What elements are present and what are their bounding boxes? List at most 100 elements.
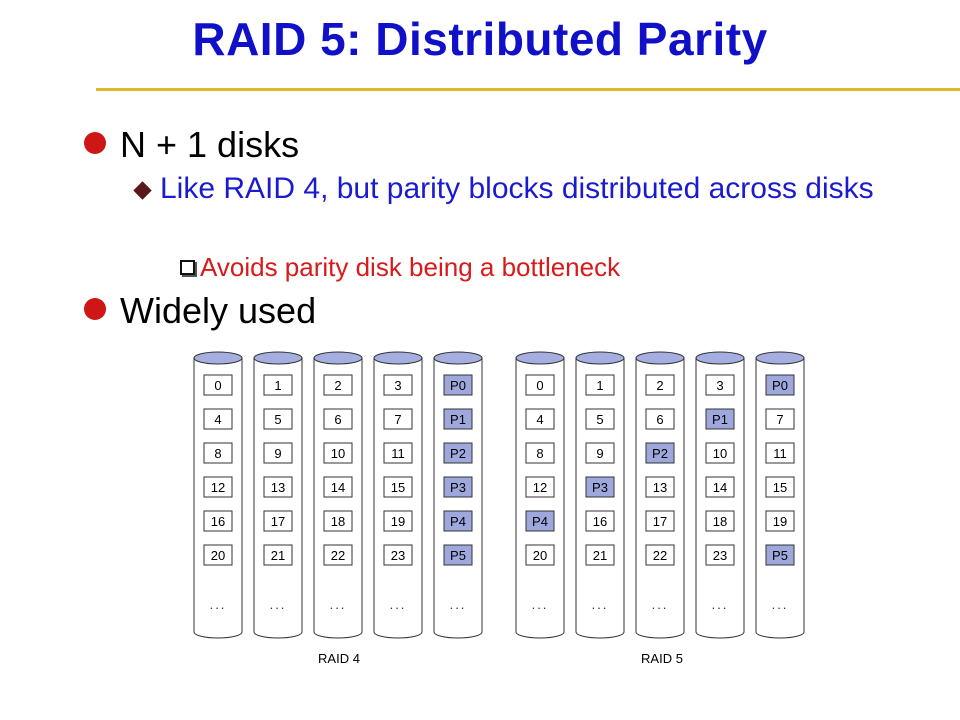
data-block: 8	[203, 442, 233, 464]
data-block: 5	[585, 408, 615, 430]
data-block: 16	[585, 510, 615, 532]
block-box	[323, 408, 353, 430]
disk-top	[635, 351, 685, 365]
data-block: 3	[705, 374, 735, 396]
block-label: 6	[656, 412, 663, 427]
disk-top	[755, 351, 805, 365]
parity-block: P0	[443, 374, 473, 396]
data-block: 18	[323, 510, 353, 532]
data-block: 21	[263, 544, 293, 566]
block-box	[585, 374, 615, 396]
data-block: 17	[645, 510, 675, 532]
block-label: P2	[450, 446, 466, 461]
block-label: 10	[713, 446, 727, 461]
ellipsis-marker: ...	[210, 597, 227, 612]
data-block: 15	[765, 476, 795, 498]
disk-top	[575, 351, 625, 365]
block-label: 8	[214, 446, 221, 461]
block-label: 2	[334, 378, 341, 393]
disk-body	[575, 358, 625, 639]
disk-top	[695, 351, 745, 365]
bullet-text: Widely used	[120, 290, 317, 331]
block-box	[263, 510, 293, 532]
ellipsis-marker: ...	[592, 597, 609, 612]
disk-body	[373, 358, 423, 639]
block-label: 7	[776, 412, 783, 427]
block-box	[765, 544, 795, 566]
data-block: 20	[525, 544, 555, 566]
block-label: 3	[394, 378, 401, 393]
ellipsis-marker: ...	[390, 597, 407, 612]
ellipsis-marker: ...	[712, 597, 729, 612]
block-label: 12	[533, 480, 547, 495]
block-box	[525, 476, 555, 498]
sub-sub-bullet-text: Avoids parity disk being a bottleneck	[200, 252, 621, 282]
data-block: 7	[383, 408, 413, 430]
disk-top	[193, 351, 243, 365]
data-block: 3	[383, 374, 413, 396]
block-box	[705, 374, 735, 396]
data-block: 12	[203, 476, 233, 498]
disk: 3P110141823...	[695, 351, 745, 639]
data-block: 4	[203, 408, 233, 430]
data-block: 10	[323, 442, 353, 464]
block-box	[525, 374, 555, 396]
disk-body	[433, 358, 483, 639]
disk-top	[313, 351, 363, 365]
block-box	[585, 442, 615, 464]
data-block: 4	[525, 408, 555, 430]
parity-block: P4	[525, 510, 555, 532]
data-block: 10	[705, 442, 735, 464]
block-label: 9	[274, 446, 281, 461]
block-box	[383, 374, 413, 396]
raid-label: RAID 4	[318, 651, 360, 666]
disk: 04812P420...	[515, 351, 565, 639]
block-box	[323, 544, 353, 566]
block-box	[443, 510, 473, 532]
bullet-dot-icon	[84, 298, 106, 320]
disk-body	[253, 358, 303, 639]
block-label: 17	[653, 514, 667, 529]
block-box	[525, 442, 555, 464]
disk: P07111519P5...	[755, 351, 805, 639]
block-label: 20	[211, 548, 225, 563]
title-divider	[96, 88, 960, 91]
block-box	[203, 442, 233, 464]
block-box	[525, 408, 555, 430]
disk: 2610141822...	[313, 351, 363, 639]
block-box	[705, 544, 735, 566]
block-label: 14	[713, 480, 727, 495]
block-label: P5	[772, 548, 788, 563]
disk: 3711151923...	[373, 351, 423, 639]
block-label: 1	[596, 378, 603, 393]
data-block: 17	[263, 510, 293, 532]
block-box	[383, 442, 413, 464]
data-block: 7	[765, 408, 795, 430]
block-label: P4	[532, 514, 548, 529]
bullet-dot-icon	[84, 132, 106, 154]
block-label: 1	[274, 378, 281, 393]
block-box	[263, 374, 293, 396]
data-block: 23	[383, 544, 413, 566]
data-block: 19	[383, 510, 413, 532]
block-box	[443, 408, 473, 430]
block-box	[323, 476, 353, 498]
block-box	[203, 408, 233, 430]
block-box	[645, 476, 675, 498]
data-block: 1	[585, 374, 615, 396]
block-label: 10	[331, 446, 345, 461]
data-block: 8	[525, 442, 555, 464]
block-box	[263, 442, 293, 464]
ellipsis-marker: ...	[652, 597, 669, 612]
data-block: 12	[525, 476, 555, 498]
parity-block: P5	[765, 544, 795, 566]
data-block: 18	[705, 510, 735, 532]
parity-block: P4	[443, 510, 473, 532]
block-box	[705, 408, 735, 430]
block-label: 0	[214, 378, 221, 393]
block-label: P3	[592, 480, 608, 495]
data-block: 16	[203, 510, 233, 532]
block-box	[203, 510, 233, 532]
data-block: 9	[585, 442, 615, 464]
block-box	[645, 374, 675, 396]
